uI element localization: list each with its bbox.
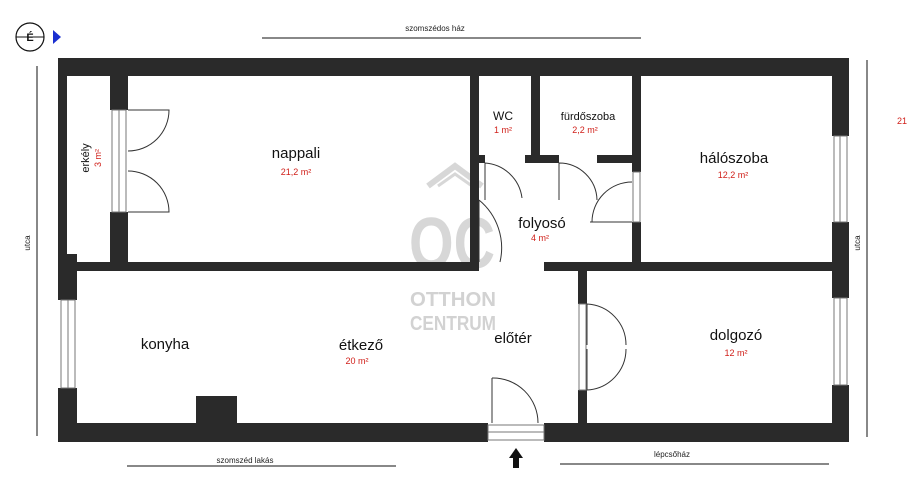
room-etkezo-area: 20 m² xyxy=(345,356,368,366)
door-balcony-upper xyxy=(127,109,170,152)
door-dolgozo-upper xyxy=(586,303,627,346)
wall-dolgozo-left-bottom xyxy=(578,390,587,442)
entrance-arrow-head xyxy=(509,448,523,458)
chimney xyxy=(196,396,237,426)
door-wc xyxy=(484,162,523,200)
door-balcony-lower xyxy=(127,170,170,213)
wall-haloszoba-bottom xyxy=(544,262,849,271)
outer-wall-right-top xyxy=(832,58,849,136)
room-folyoso-area: 4 m² xyxy=(531,233,549,243)
outer-wall-bottom-right xyxy=(544,423,849,442)
room-eloter-name: előtér xyxy=(494,330,532,347)
outer-wall-left-mid xyxy=(58,254,77,300)
room-folyoso-name: folyosó xyxy=(518,215,566,232)
watermark: OC OTTHON CENTRUM xyxy=(409,162,496,335)
context-lines xyxy=(36,37,868,467)
compass-letter: É xyxy=(26,31,33,44)
door-haloszoba xyxy=(590,181,633,223)
context-left-label: utca xyxy=(23,235,32,251)
room-haloszoba-area: 12,2 m² xyxy=(718,170,749,180)
outer-wall-bottom-left xyxy=(58,423,488,442)
windows xyxy=(60,109,848,441)
outer-wall-top xyxy=(58,58,849,76)
room-konyha-name: konyha xyxy=(141,336,190,353)
entrance-arrow-shaft xyxy=(513,456,519,468)
room-wc-area: 1 m² xyxy=(494,125,512,135)
watermark-roof-icon-inner xyxy=(437,172,473,188)
balcony-wall-bottom xyxy=(110,212,128,270)
room-etkezo-name: étkező xyxy=(339,337,383,354)
compass-arrow-icon xyxy=(53,30,61,44)
context-bottom-right-label: lépcsőház xyxy=(654,450,690,459)
outer-wall-right-bottom xyxy=(832,385,849,442)
window-dolgozo-door-frame xyxy=(578,303,587,391)
wall-bath-bottom xyxy=(597,155,640,163)
wall-wc-bottom xyxy=(479,155,485,163)
wall-wc-bottom-mid xyxy=(525,155,559,163)
wall-nappali-right xyxy=(470,58,479,271)
wall-bath-right xyxy=(632,58,641,172)
context-top-label: szomszédos ház xyxy=(405,24,465,33)
door-dolgozo-lower xyxy=(586,348,627,391)
room-dolgozo-area: 12 m² xyxy=(724,348,747,358)
watermark-line1: OTTHON xyxy=(410,289,496,311)
window-hall xyxy=(632,171,641,223)
room-furdoszoba-area: 2,2 m² xyxy=(572,125,598,135)
outer-wall-left-bottom xyxy=(58,388,77,442)
room-nappali-area: 21,2 m² xyxy=(281,167,312,177)
room-erkely-area: 3 m² xyxy=(93,149,103,167)
context-right-label: utca xyxy=(853,235,862,251)
context-bottom-left-label: szomszéd lakás xyxy=(217,456,274,465)
door-nappali-hall xyxy=(478,199,503,263)
context-far-right-number: 21 xyxy=(897,116,907,126)
wall-nappali-bottom xyxy=(58,262,478,271)
wall-hall-right xyxy=(632,222,641,270)
wall-dolgozo-left-top xyxy=(578,262,587,304)
door-bath xyxy=(558,162,598,201)
walls xyxy=(58,58,849,442)
watermark-logo: OC xyxy=(409,204,495,284)
outer-wall-left-top xyxy=(58,58,67,290)
outer-wall-right-mid xyxy=(832,222,849,298)
balcony-wall-top xyxy=(110,58,128,110)
wall-wc-right xyxy=(531,58,540,163)
room-dolgozo-name: dolgozó xyxy=(710,327,763,344)
compass: É xyxy=(15,22,61,52)
door-entrance xyxy=(491,377,539,424)
room-wc-name: WC xyxy=(493,109,513,123)
room-furdoszoba-name: fürdőszoba xyxy=(561,111,616,123)
room-nappali-name: nappali xyxy=(272,145,320,162)
room-haloszoba-name: hálószoba xyxy=(700,150,769,167)
room-erkely-name: erkély xyxy=(80,143,92,173)
door-swings xyxy=(127,109,633,424)
entrance-arrow-icon xyxy=(509,448,523,468)
watermark-line2: CENTRUM xyxy=(410,313,496,335)
